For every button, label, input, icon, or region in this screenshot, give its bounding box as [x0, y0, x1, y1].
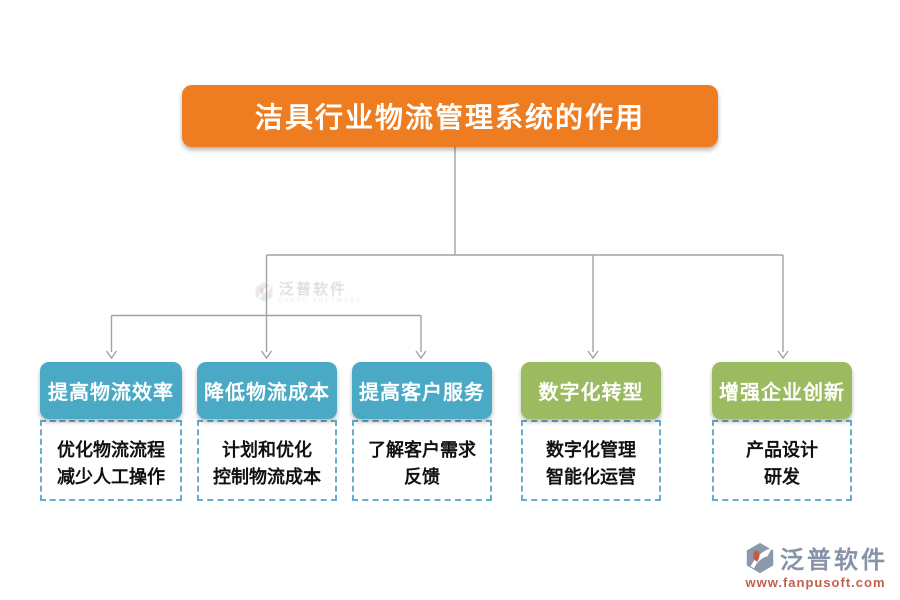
arrowhead-col3 [415, 350, 427, 360]
column-enhance-enterprise-innovation: 增强企业创新 产品设计 研发 [712, 362, 852, 501]
column-improve-customer-service: 提高客户服务 了解客户需求 反馈 [352, 362, 492, 501]
column-body: 计划和优化 控制物流成本 [197, 420, 337, 501]
body-line: 减少人工操作 [57, 467, 165, 487]
fanpu-logo-icon [746, 542, 774, 573]
footer-brand-logo: 泛普软件 www.fanpusoft.com [743, 540, 888, 590]
column-digital-transformation: 数字化转型 数字化管理 智能化运营 [521, 362, 661, 501]
fanpu-logo-icon [255, 282, 273, 302]
body-line: 智能化运营 [546, 467, 636, 487]
watermark-brand: 泛普软件 [279, 281, 348, 298]
arrowhead-col2 [260, 350, 273, 360]
column-header: 提高客户服务 [352, 362, 492, 419]
column-improve-logistics-efficiency: 提高物流效率 优化物流流程 减少人工操作 [40, 362, 182, 501]
column-header: 增强企业创新 [712, 362, 852, 419]
diagram-title: 洁具行业物流管理系统的作用 [182, 85, 718, 147]
arrowhead-col4 [587, 350, 599, 360]
column-body: 产品设计 研发 [712, 420, 852, 501]
column-header: 数字化转型 [521, 362, 661, 419]
watermark-subtext: FANPU SOFTWARE [279, 298, 363, 304]
arrowhead-col5 [777, 350, 789, 360]
body-line: 产品设计 [746, 440, 818, 460]
body-line: 计划和优化 [222, 440, 312, 460]
body-line: 研发 [764, 467, 800, 487]
body-line: 反馈 [404, 467, 440, 487]
body-line: 数字化管理 [546, 440, 636, 460]
column-body: 数字化管理 智能化运营 [521, 420, 661, 501]
center-watermark: 泛普软件 FANPU SOFTWARE [253, 281, 362, 304]
column-body: 优化物流流程 减少人工操作 [40, 420, 182, 501]
column-reduce-logistics-cost: 降低物流成本 计划和优化 控制物流成本 [197, 362, 337, 501]
footer-brand-name: 泛普软件 [780, 547, 888, 574]
body-line: 控制物流成本 [213, 467, 321, 487]
column-header: 提高物流效率 [40, 362, 182, 419]
body-line: 优化物流流程 [57, 440, 165, 460]
arrowhead-col1 [105, 350, 118, 360]
column-body: 了解客户需求 反馈 [352, 420, 492, 501]
column-header: 降低物流成本 [197, 362, 337, 419]
footer-website-url: www.fanpusoft.com [745, 575, 886, 590]
body-line: 了解客户需求 [368, 440, 476, 460]
